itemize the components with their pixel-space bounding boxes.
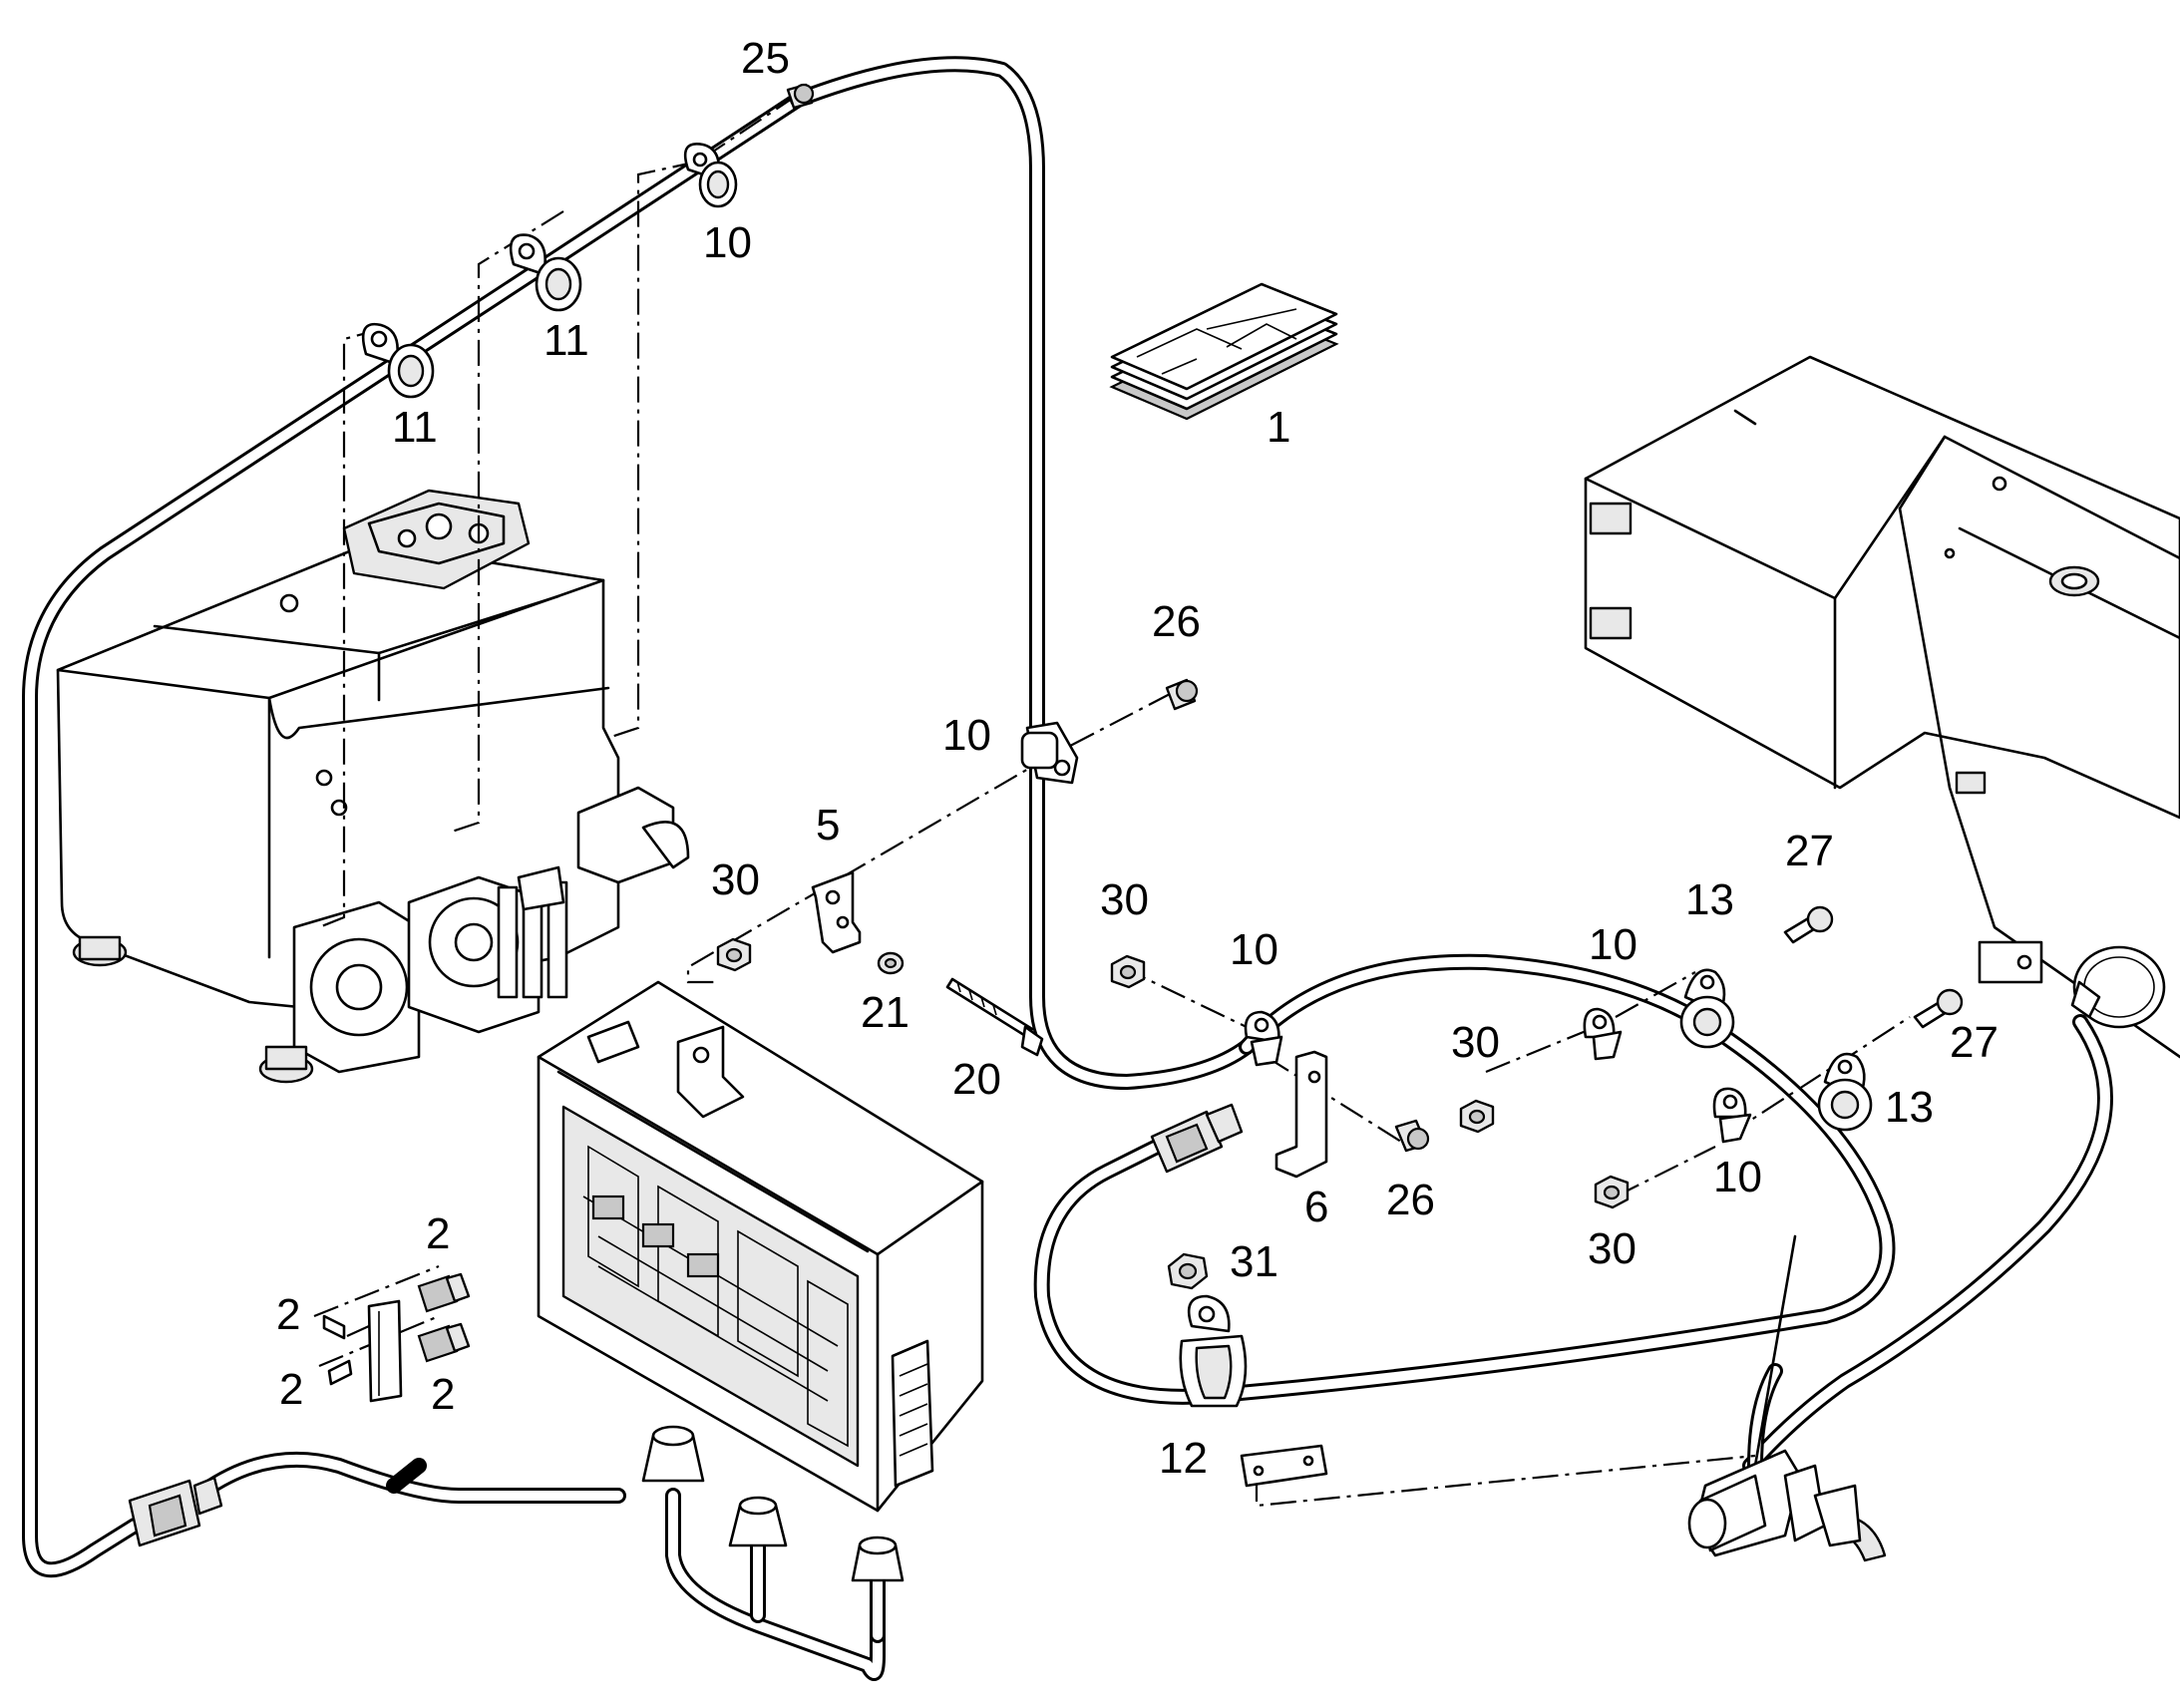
- part-label-2: 2: [426, 1209, 450, 1258]
- part-label-10: 10: [1713, 1153, 1762, 1201]
- part-label-6: 6: [1304, 1183, 1328, 1231]
- part-label-11: 11: [392, 403, 438, 452]
- sensor-assembly: [1687, 1449, 1887, 1562]
- clamp-11-mid: [509, 233, 582, 312]
- part-label-10: 10: [1589, 920, 1637, 969]
- part-label-30: 30: [1588, 1224, 1636, 1273]
- part-label-27: 27: [1785, 827, 1834, 875]
- clamp-10-vertical: [1020, 721, 1079, 785]
- clamp-13-lower: [1817, 1052, 1873, 1132]
- manual-booklet: [1109, 282, 1339, 421]
- part-label-13: 13: [1685, 875, 1734, 924]
- bracket-5: [811, 870, 862, 954]
- part-label-2: 2: [279, 1365, 303, 1414]
- fuse-clip-upper: [322, 1314, 346, 1340]
- mounting-plate: [1240, 1444, 1328, 1488]
- nut-30-left: [716, 937, 752, 972]
- screw-27-lower: [1913, 988, 1964, 1029]
- bracket-6: [1274, 1050, 1328, 1179]
- part-label-26: 26: [1386, 1176, 1435, 1224]
- part-label-10: 10: [942, 711, 991, 760]
- part-label-21: 21: [861, 988, 909, 1037]
- part-label-20: 20: [952, 1055, 1001, 1104]
- part-label-5: 5: [816, 801, 840, 850]
- nut-31: [1167, 1252, 1209, 1290]
- part-label-12: 12: [1159, 1434, 1208, 1483]
- part-label-11: 11: [544, 316, 589, 365]
- clamp-10-right-lower: [1712, 1087, 1752, 1144]
- cable-harness: [22, 56, 2113, 1681]
- part-label-2: 2: [431, 1370, 455, 1419]
- clamp-10-top: [683, 143, 738, 208]
- clamp-10-mid: [1244, 1010, 1283, 1067]
- screw-25: [786, 83, 815, 110]
- part-label-30: 30: [711, 855, 760, 904]
- bolt-20: [945, 977, 1044, 1057]
- control-box: [537, 980, 984, 1582]
- part-label-13: 13: [1885, 1083, 1934, 1132]
- clamp-12: [1179, 1294, 1248, 1408]
- part-label-26: 26: [1152, 597, 1201, 646]
- clamp-13-upper: [1679, 968, 1735, 1049]
- machine-frame: [1584, 355, 2180, 1059]
- part-label-10: 10: [703, 218, 752, 267]
- part-label-1: 1: [1267, 403, 1290, 452]
- fuse-holder: [367, 1299, 403, 1403]
- part-label-30: 30: [1451, 1018, 1500, 1067]
- nut-30-right: [1459, 1099, 1495, 1134]
- hardware-parts: [322, 83, 1964, 1562]
- fuse-2-lower: [417, 1322, 471, 1363]
- nut-30-lower: [1594, 1175, 1630, 1209]
- screw-27-upper: [1783, 905, 1834, 944]
- screw-26-lower: [1394, 1119, 1430, 1153]
- part-label-27: 27: [1950, 1018, 1998, 1067]
- clamp-11-left: [361, 322, 435, 399]
- hydraulic-tank-unit: [56, 489, 690, 1084]
- clamp-10-right-upper: [1583, 1007, 1623, 1061]
- part-label-25: 25: [741, 34, 790, 83]
- part-label-31: 31: [1230, 1237, 1278, 1286]
- washer-21: [877, 951, 905, 975]
- part-label-2: 2: [276, 1290, 300, 1339]
- part-labels: 25 10 11 11 1 26 10 5 30 21 20 30 10 10 …: [276, 34, 1998, 1483]
- screw-26-upper: [1165, 678, 1199, 711]
- nut-30-mid: [1110, 954, 1146, 989]
- part-label-30: 30: [1100, 875, 1149, 924]
- fuse-2-upper: [417, 1272, 471, 1313]
- part-label-10: 10: [1230, 925, 1278, 974]
- fuse-clip-lower: [327, 1359, 353, 1386]
